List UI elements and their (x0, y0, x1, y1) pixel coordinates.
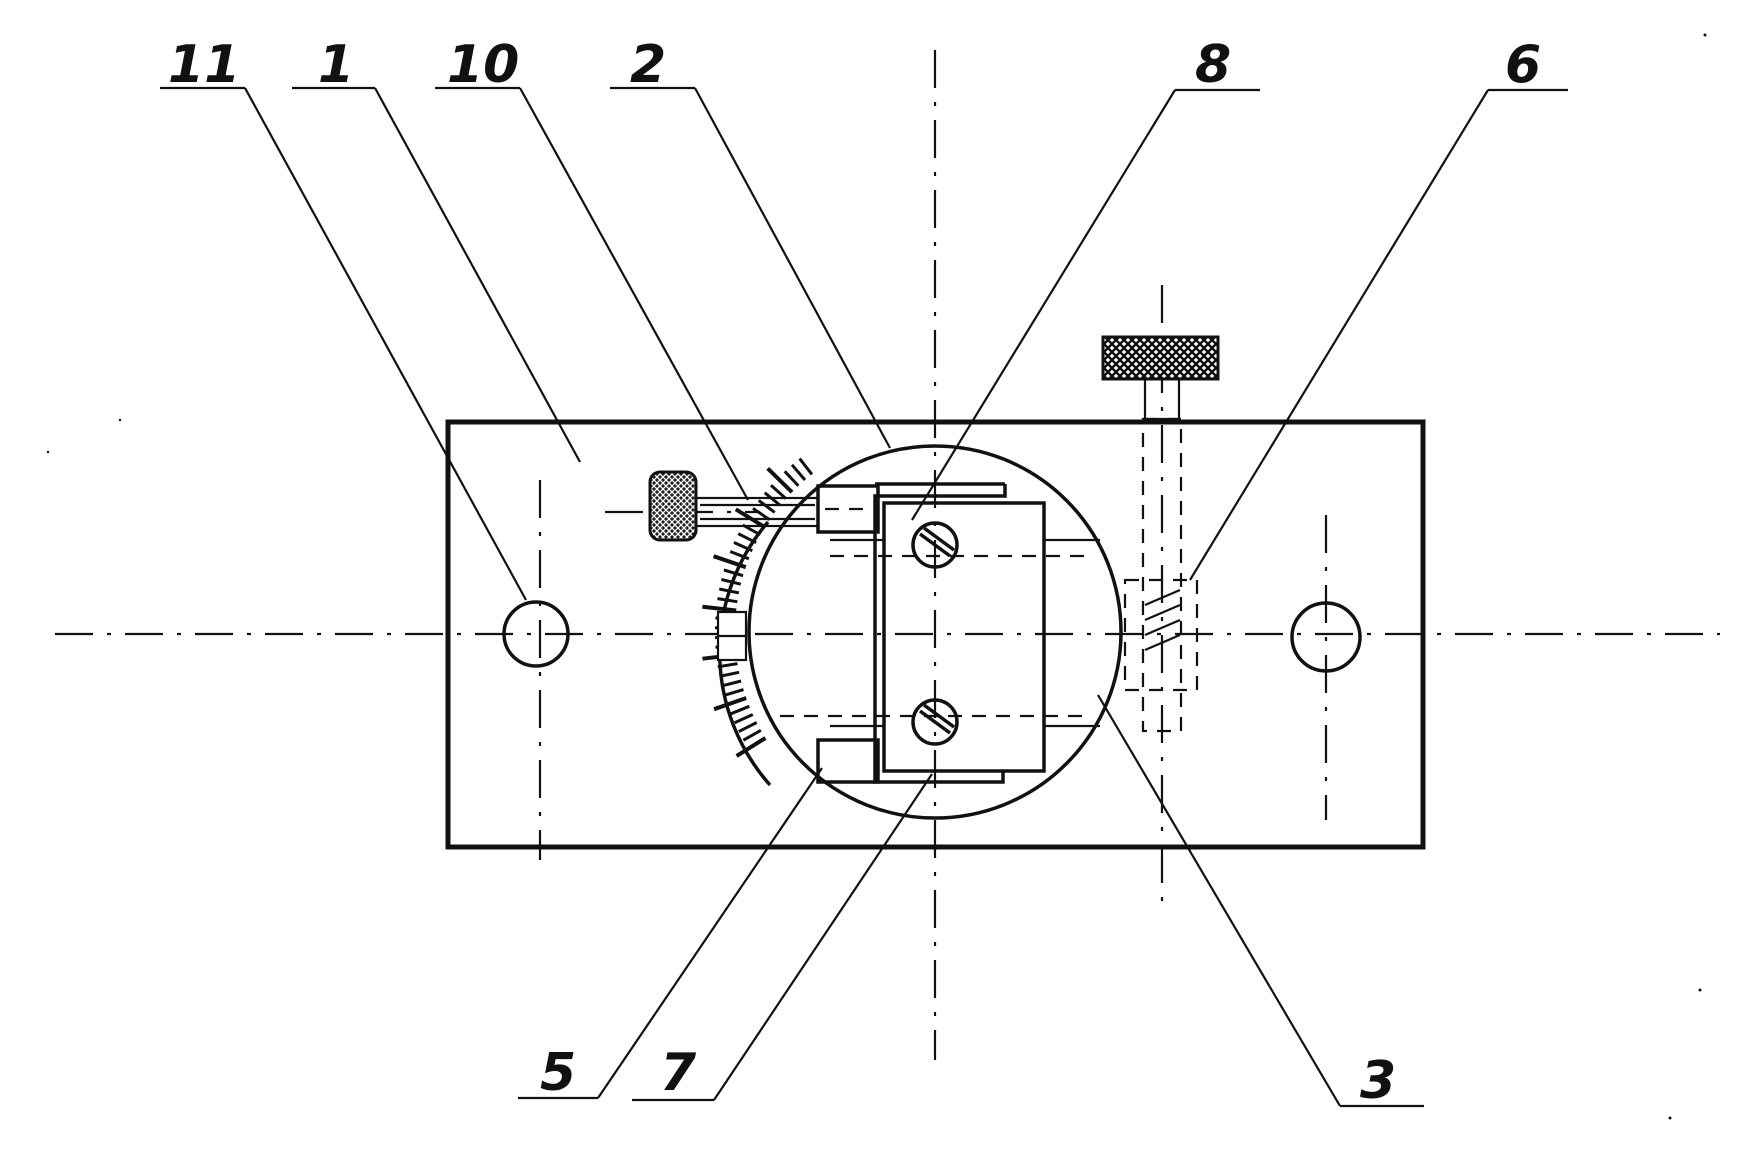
scale-tick (735, 736, 767, 758)
scale-tick (737, 532, 757, 544)
screw-nut-hidden (1123, 578, 1199, 692)
scale-tick (798, 457, 814, 476)
scale-tick (717, 662, 738, 669)
speck (1698, 988, 1702, 992)
callout-6: 6 (1505, 35, 1541, 95)
screw-bore-hidden (1141, 417, 1183, 733)
callout-2: 2 (630, 35, 666, 95)
leader-7 (713, 773, 933, 1101)
callout-labels: 11 1 10 2 8 6 5 7 3 (168, 35, 1541, 1111)
screw-slot (918, 532, 952, 558)
leader-2 (694, 87, 891, 449)
right-mounting-hole (1290, 601, 1362, 673)
shaft-bushing (816, 484, 880, 534)
screw-slot (922, 526, 956, 552)
scale-tick (721, 578, 742, 586)
callout-11: 11 (168, 35, 240, 95)
callout-1: 1 (318, 35, 354, 95)
leader-11 (244, 87, 527, 601)
leader-1 (374, 87, 581, 463)
lower-screw (911, 698, 959, 746)
thread-line (1144, 633, 1181, 652)
speck (1668, 1116, 1672, 1120)
right-knob-stem (1143, 377, 1181, 421)
scale-tick (730, 704, 750, 716)
scale-tick (757, 499, 776, 514)
speck (46, 450, 50, 454)
leader-8 (911, 89, 1176, 521)
speck (1703, 33, 1707, 37)
scale-tick (723, 688, 744, 697)
leader-5 (597, 767, 823, 1099)
upper-screw (911, 521, 959, 569)
thread-line (1144, 618, 1181, 637)
scale-tick (733, 541, 753, 553)
callout-8: 8 (1195, 35, 1231, 95)
scale-tick (738, 721, 758, 733)
lower-clamp (816, 738, 880, 784)
screw-slot (918, 709, 952, 735)
scale-tick (713, 696, 747, 712)
screw-slot (922, 703, 956, 729)
scale-tick (729, 550, 750, 561)
left-mounting-hole (502, 600, 570, 668)
scale-tick (702, 604, 737, 613)
leader-3 (1097, 694, 1341, 1107)
callout-3: 3 (1360, 1051, 1396, 1111)
leader-6 (1189, 89, 1489, 581)
rotating-disc (747, 444, 1123, 820)
left-knurled-knob (648, 470, 698, 542)
upper-screw-head (911, 521, 959, 569)
carriage-body (882, 501, 1046, 773)
scale-tick (719, 670, 740, 678)
screw-thread (1144, 588, 1181, 652)
thread-line (1144, 588, 1181, 607)
scale-tick (752, 507, 771, 521)
scale-tick (766, 466, 794, 494)
base-plate (445, 419, 1426, 850)
scale-tick (790, 463, 807, 481)
scale-tick (718, 587, 740, 595)
scale-tick (712, 554, 747, 570)
scale-tick (721, 679, 742, 688)
scale-tick (717, 597, 738, 604)
leader-10 (519, 87, 749, 501)
lower-screw-head (911, 698, 959, 746)
leader-lines (160, 86, 1568, 1108)
speck (118, 418, 122, 422)
scale-tick (742, 728, 762, 742)
scale-tick (723, 568, 744, 578)
scale-ticks (702, 457, 814, 758)
scale-tick (783, 470, 800, 487)
callout-5: 5 (540, 1043, 576, 1103)
right-knurled-knob (1101, 335, 1220, 381)
slide-guide (873, 484, 1007, 784)
callout-10: 10 (447, 35, 519, 95)
scale-tick (770, 484, 787, 500)
callout-7: 7 (660, 1043, 697, 1103)
scale-tick (733, 713, 754, 725)
thread-line (1144, 603, 1181, 622)
